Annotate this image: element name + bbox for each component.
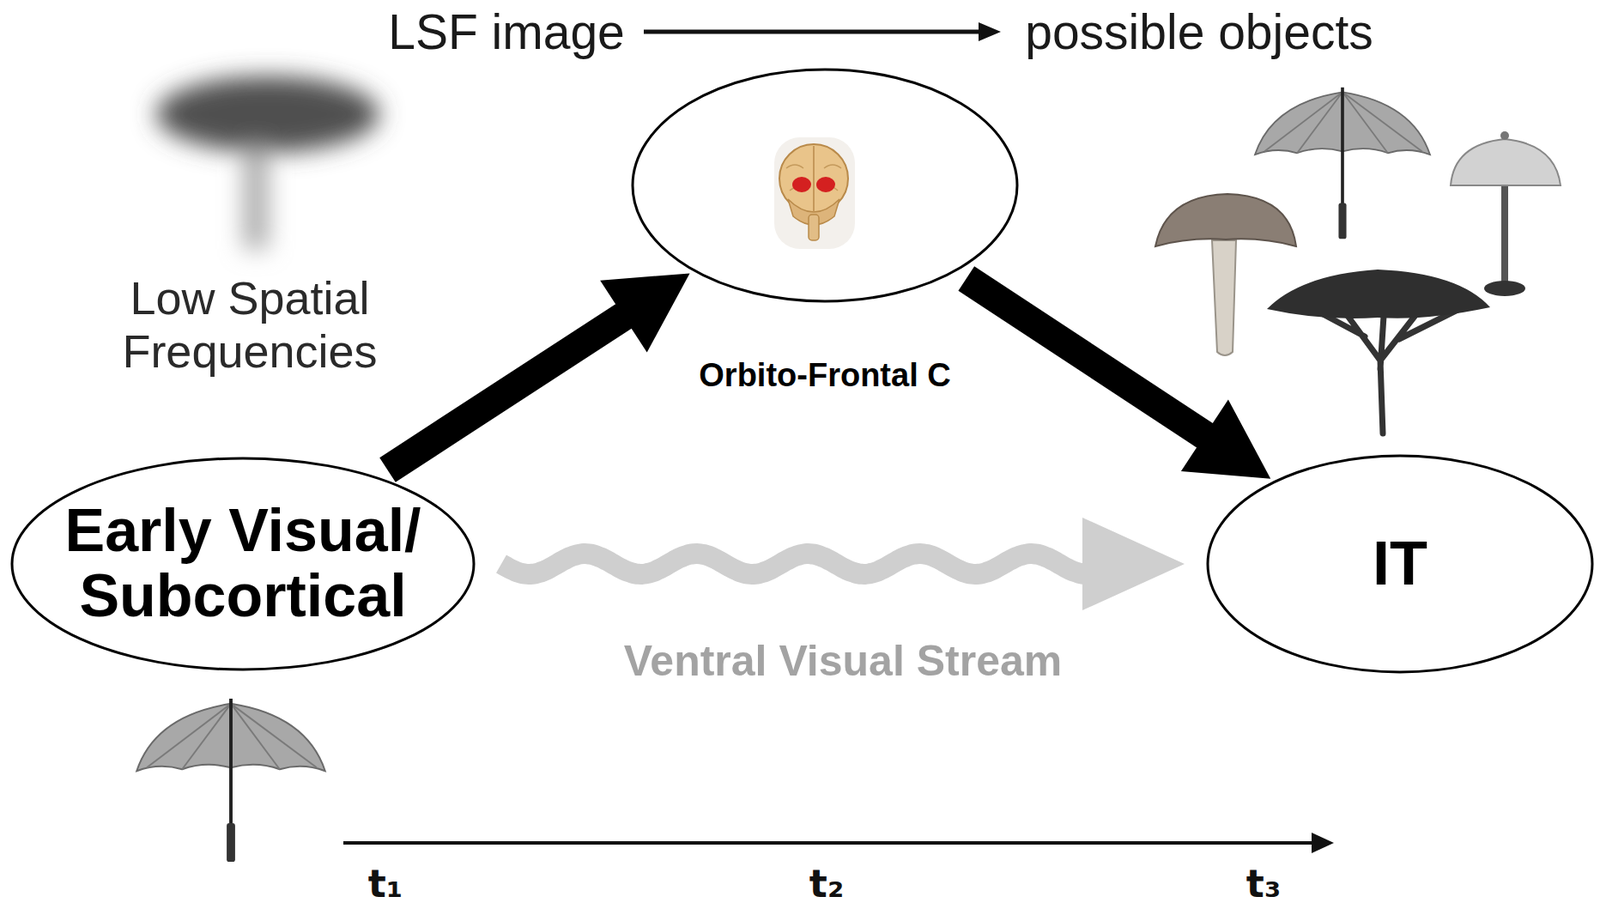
heading-text: possible objects	[1024, 4, 1374, 61]
tree-image	[1266, 269, 1491, 434]
region-ellipse: IT	[1206, 454, 1594, 674]
region-ellipse: Orbito-Frontal C	[630, 67, 1019, 304]
caption-text: Low Spatial Frequencies	[103, 271, 396, 378]
flow-arrow	[966, 278, 1271, 479]
stream-arrow	[501, 517, 1185, 611]
region-label: Orbito-Frontal C	[630, 357, 1019, 394]
arrow-shaft	[501, 553, 1093, 575]
region-name: IT	[1372, 530, 1428, 598]
arrow-shaft	[387, 312, 631, 471]
region-ellipse: Early Visual/ Subcortical	[10, 456, 476, 672]
time-axis	[343, 832, 1334, 854]
time-label: t₂	[809, 862, 844, 907]
heading-text: LSF image	[387, 4, 625, 61]
stream-label: Ventral Visual Stream	[618, 636, 1067, 686]
lsf-blur-image	[156, 76, 380, 249]
lamp-image	[1450, 131, 1561, 297]
brain-image	[774, 137, 855, 249]
time-label: t₁	[368, 862, 403, 907]
arrow-shaft	[966, 278, 1212, 440]
ellipse-shape	[632, 69, 1018, 302]
ellipse-outline	[630, 67, 1019, 304]
ellipse-shape	[12, 458, 474, 670]
flow-arrow	[387, 272, 690, 470]
mushroom-image	[1155, 193, 1297, 356]
ellipse-shape	[1207, 455, 1593, 673]
arrow-head	[1082, 517, 1185, 611]
umbrella-image	[136, 698, 326, 862]
arrow-head	[1181, 399, 1271, 479]
time-label: t₃	[1246, 862, 1281, 907]
region-name: Early Visual/ Subcortical	[54, 498, 432, 629]
arrow-head	[600, 272, 690, 352]
top-arrow	[643, 22, 1001, 42]
